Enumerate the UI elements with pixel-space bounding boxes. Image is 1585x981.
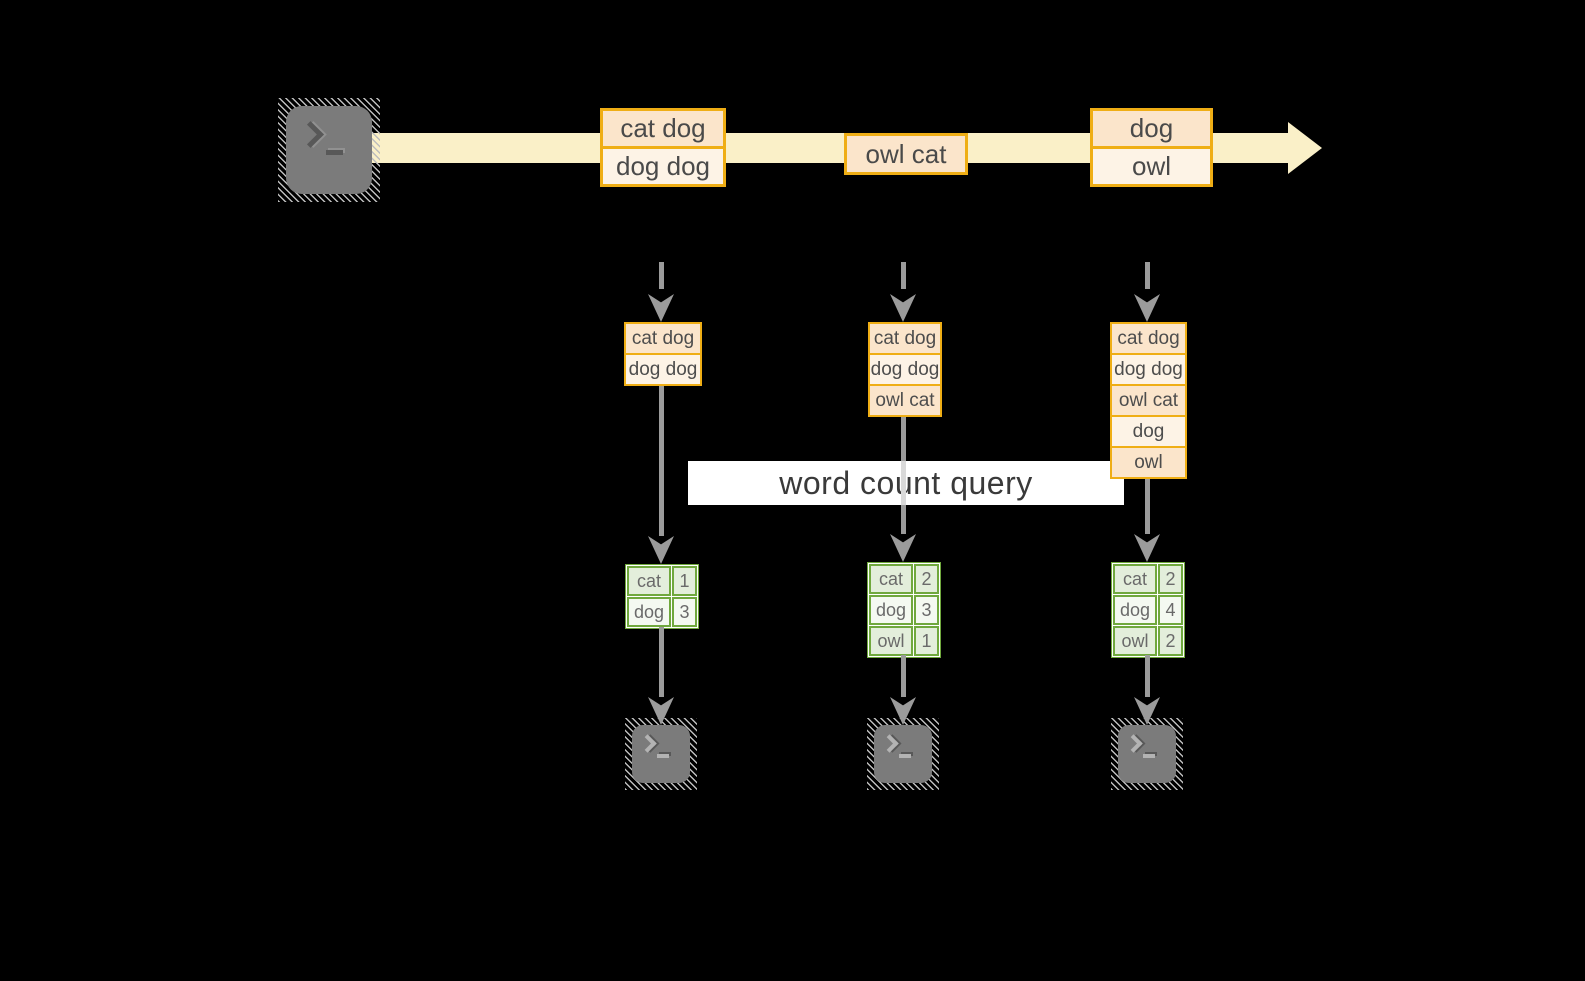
- flow-arrow-shaft: [901, 417, 906, 461]
- ingest-arrow-head-icon: [890, 294, 916, 322]
- state-line: dog dog: [870, 355, 940, 384]
- query-label: word count query: [779, 464, 1033, 501]
- ingest-arrow-head-icon: [648, 294, 674, 322]
- flow-arrow-shaft: [1145, 655, 1150, 697]
- count-value-cell: 1: [672, 566, 697, 596]
- batch-box-3: dog owl: [1090, 108, 1213, 187]
- terminal-chevron-icon: [297, 121, 324, 148]
- batch-line: owl cat: [847, 136, 965, 172]
- state-line: owl cat: [1112, 386, 1185, 415]
- count-word-cell: dog: [627, 597, 671, 627]
- batch-line: owl: [1093, 149, 1210, 184]
- state-line: cat dog: [1112, 324, 1185, 353]
- table-row: dog 4: [1113, 595, 1183, 625]
- state-line: cat dog: [870, 324, 940, 353]
- count-word-cell: dog: [1113, 595, 1157, 625]
- count-value-cell: 3: [914, 595, 939, 625]
- state-line: dog dog: [626, 355, 700, 384]
- ingest-arrow-dash: [901, 262, 906, 289]
- batch-box-2: owl cat: [844, 133, 968, 175]
- sink-terminal-icon: [625, 718, 697, 790]
- sink-terminal-icon: [1111, 718, 1183, 790]
- counts-table-1: cat 1 dog 3: [625, 564, 699, 629]
- state-line: dog: [1112, 417, 1185, 446]
- terminal-body: [632, 725, 690, 783]
- flow-arrow-head-icon: [648, 536, 674, 564]
- table-row: cat 1: [627, 566, 697, 596]
- count-word-cell: cat: [627, 566, 671, 596]
- state-box-1: cat dog dog dog: [624, 322, 702, 386]
- state-box-2: cat dog dog dog owl cat: [868, 322, 942, 417]
- counts-table-3: cat 2 dog 4 owl 2: [1111, 562, 1185, 658]
- source-terminal-icon: [278, 98, 380, 202]
- terminal-body: [286, 106, 372, 194]
- terminal-body: [874, 725, 932, 783]
- count-value-cell: 2: [1158, 564, 1183, 594]
- table-row: dog 3: [627, 597, 697, 627]
- terminal-underscore-icon: [326, 150, 343, 155]
- flow-arrow-head-icon: [1134, 534, 1160, 562]
- state-line: dog dog: [1112, 355, 1185, 384]
- ingest-arrow-dash: [659, 262, 664, 289]
- query-label-band: word count query: [688, 461, 1124, 505]
- flow-arrow-shaft: [901, 655, 906, 697]
- flow-arrow-head-icon: [890, 534, 916, 562]
- count-word-cell: cat: [1113, 564, 1157, 594]
- state-line: owl cat: [870, 386, 940, 415]
- state-line: cat dog: [626, 324, 700, 353]
- batch-line: cat dog: [603, 111, 723, 146]
- flow-arrow-shaft: [659, 627, 664, 697]
- ingest-arrow-dash: [1145, 262, 1150, 289]
- counts-table-2: cat 2 dog 3 owl 1: [867, 562, 941, 658]
- state-line: owl: [1112, 448, 1185, 477]
- ingest-arrow-head-icon: [1134, 294, 1160, 322]
- count-value-cell: 1: [914, 626, 939, 656]
- count-word-cell: cat: [869, 564, 913, 594]
- batch-box-1: cat dog dog dog: [600, 108, 726, 187]
- terminal-chevron-icon: [1124, 734, 1143, 753]
- batch-line: dog dog: [603, 149, 723, 184]
- state-box-3: cat dog dog dog owl cat dog owl: [1110, 322, 1187, 479]
- flow-arrow-shaft: [659, 386, 664, 536]
- count-value-cell: 2: [914, 564, 939, 594]
- terminal-underscore-icon: [899, 754, 911, 758]
- count-value-cell: 4: [1158, 595, 1183, 625]
- terminal-chevron-icon: [880, 734, 899, 753]
- table-row: owl 1: [869, 626, 939, 656]
- flow-arrow-shaft: [901, 461, 906, 505]
- terminal-chevron-icon: [638, 734, 657, 753]
- sink-terminal-icon: [867, 718, 939, 790]
- count-word-cell: owl: [869, 626, 913, 656]
- count-value-cell: 2: [1158, 626, 1183, 656]
- flow-arrow-shaft: [1145, 479, 1150, 534]
- terminal-body: [1118, 725, 1176, 783]
- stream-arrow-head-icon: [1288, 122, 1322, 174]
- flow-arrow-shaft: [901, 505, 906, 534]
- terminal-underscore-icon: [657, 754, 669, 758]
- count-value-cell: 3: [672, 597, 697, 627]
- table-row: cat 2: [1113, 564, 1183, 594]
- batch-line: dog: [1093, 111, 1210, 146]
- table-row: owl 2: [1113, 626, 1183, 656]
- count-word-cell: dog: [869, 595, 913, 625]
- table-row: cat 2: [869, 564, 939, 594]
- terminal-underscore-icon: [1143, 754, 1155, 758]
- table-row: dog 3: [869, 595, 939, 625]
- count-word-cell: owl: [1113, 626, 1157, 656]
